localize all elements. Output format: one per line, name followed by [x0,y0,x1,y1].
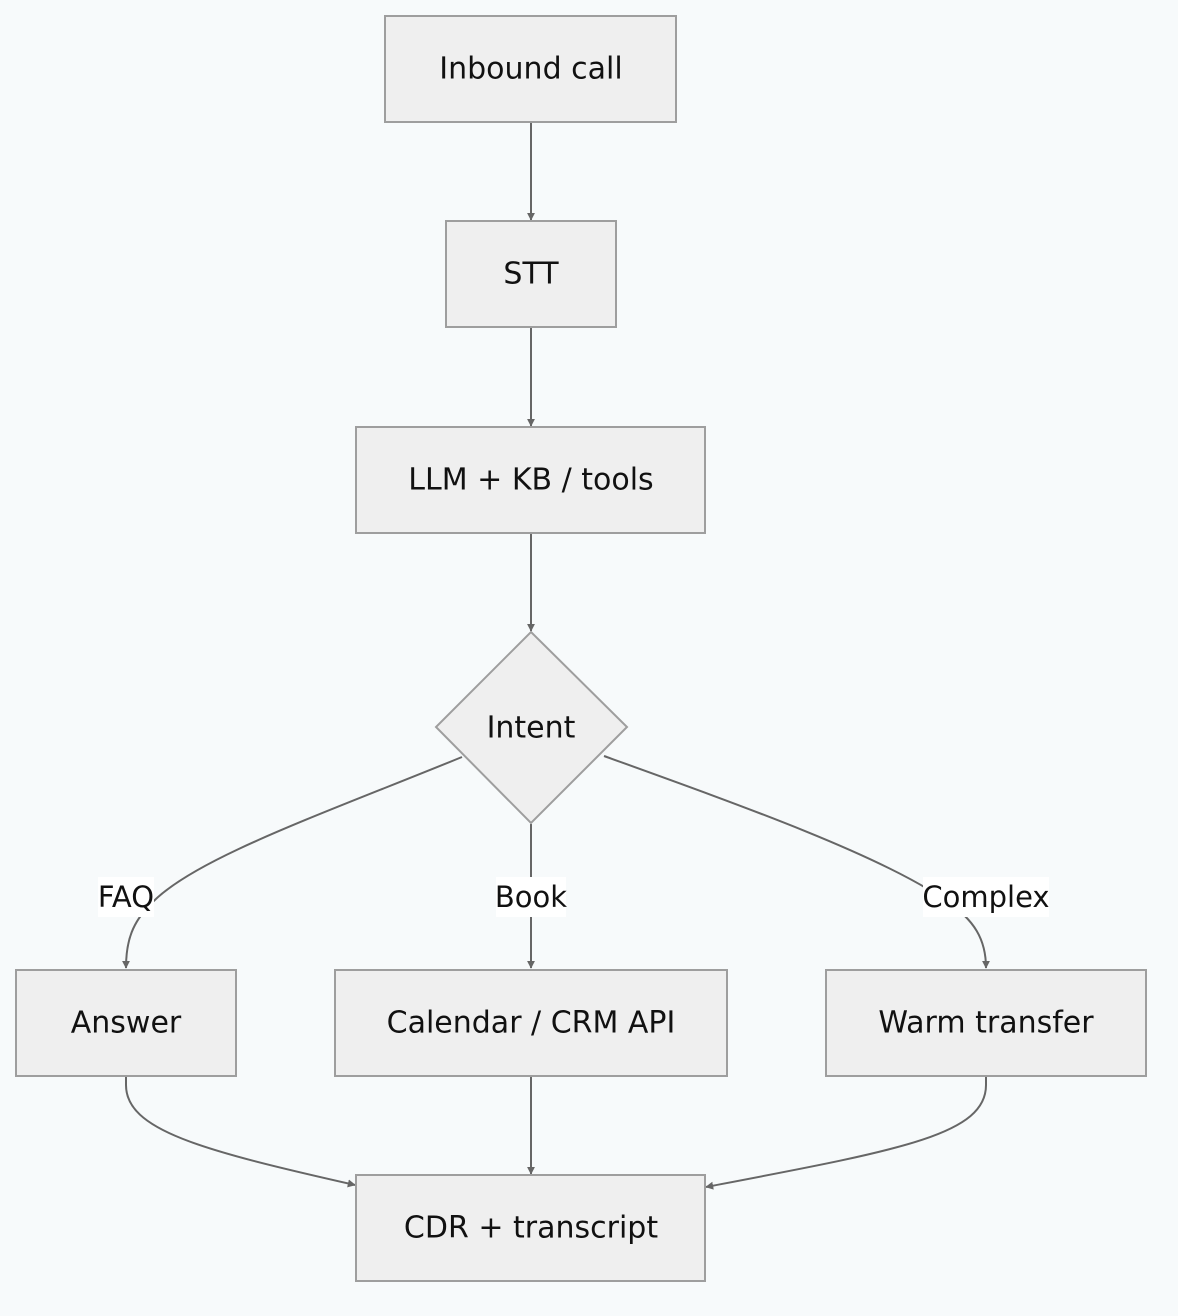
node-inbound-call-label: Inbound call [439,52,622,87]
node-intent-label: Intent [487,711,576,746]
edge-labels: FAQ Book Complex [98,877,1050,917]
node-llm: LLM + KB / tools [355,426,706,534]
edge-intent-to-warm-transfer [603,755,990,969]
node-calendar-label: Calendar / CRM API [387,1006,676,1041]
edge-warm-transfer-to-cdr [705,1077,987,1190]
node-cdr: CDR + transcript [355,1174,706,1282]
node-answer-label: Answer [71,1006,182,1041]
node-calendar: Calendar / CRM API [334,969,728,1077]
node-cdr-label: CDR + transcript [404,1211,658,1246]
edge-answer-to-cdr [125,1077,356,1188]
node-stt-label: STT [503,257,559,292]
edge-label-book-text: Book [495,880,567,914]
node-warm-transfer-label: Warm transfer [878,1006,1094,1041]
edge-intent-to-answer [122,756,463,969]
node-intent: Intent [434,630,629,825]
nodes: Inbound call STT LLM + KB / tools Intent… [15,15,1147,1282]
node-inbound-call: Inbound call [384,15,677,123]
edge-label-complex-text: Complex [922,880,1049,914]
edge-label-faq-text: FAQ [98,880,154,914]
edge-label-book: Book [495,877,567,917]
node-stt: STT [445,220,617,328]
node-llm-label: LLM + KB / tools [408,463,653,498]
edge-label-complex: Complex [922,877,1050,917]
edge-label-faq: FAQ [98,877,154,917]
node-answer: Answer [15,969,237,1077]
node-warm-transfer: Warm transfer [825,969,1147,1077]
